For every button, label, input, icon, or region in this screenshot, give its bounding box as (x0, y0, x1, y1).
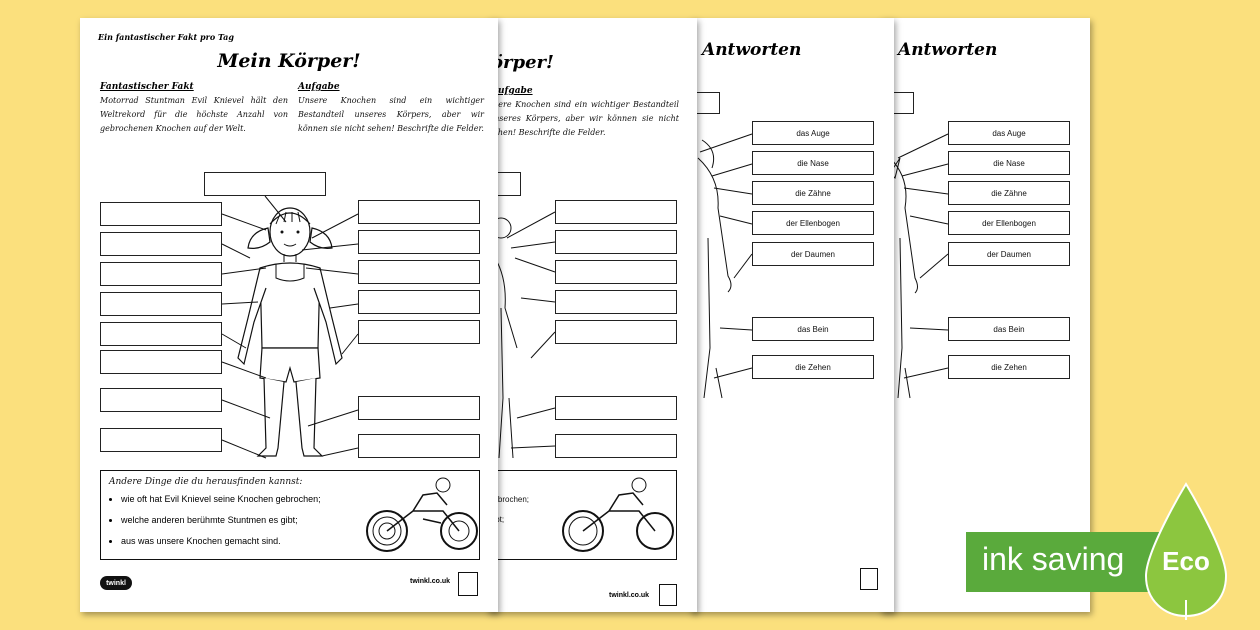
task-text: Unsere Knochen sind ein wichtiger Bestan… (298, 96, 484, 133)
label-box (555, 320, 677, 344)
motorcycle-illustration (366, 477, 478, 552)
label-box-right-4 (358, 290, 480, 314)
label-box-right-7 (358, 434, 480, 458)
extra-list: wie oft hat Evil Knievel seine Knochen g… (103, 489, 321, 552)
answer-box-4: der Ellenbogen (752, 211, 874, 235)
label-box-right-2 (358, 230, 480, 254)
certified-badge (860, 568, 878, 590)
motorcycle-illustration (562, 477, 674, 552)
label-box (555, 260, 677, 284)
footer-url: twinkl.co.uk (609, 592, 650, 599)
answer-box-4: der Ellenbogen (948, 211, 1070, 235)
label-box (555, 434, 677, 458)
certified-badge (458, 572, 478, 596)
label-box-top (204, 172, 326, 196)
answer-sheet-title: Antworten (702, 40, 802, 60)
leaf-drop-icon (1144, 482, 1228, 620)
answer-box-6: das Bein (752, 317, 874, 341)
label-lines (506, 211, 556, 449)
extra-heading: Andere Dinge die du herausfinden kannst: (109, 477, 303, 487)
body-illustration (237, 207, 343, 457)
fact-heading: Fantastischer Fakt (100, 82, 194, 92)
label-box (555, 396, 677, 420)
fact-text: Motorrad Stuntman Evil Knievel hält den … (100, 96, 288, 133)
answer-lines (897, 133, 949, 379)
page-title: Mein Körper! (217, 50, 361, 72)
task-heading: Aufgabe (298, 82, 340, 92)
answer-box-6: das Bein (948, 317, 1070, 341)
label-box (555, 290, 677, 314)
body-outline-partial (697, 139, 732, 399)
eco-banner-text: ink saving (982, 541, 1125, 577)
eco-badge-text: Eco (1162, 546, 1210, 576)
footer-url: twinkl.co.uk (410, 578, 451, 585)
answer-sheet-1: Antworten das Auge die Nase die Zähne de… (690, 18, 894, 612)
task-heading: Aufgabe (491, 86, 533, 96)
answer-lines (699, 133, 753, 379)
extra-item: gebrochen; (489, 495, 530, 504)
extra-item: wie oft hat Evil Knievel seine Knochen g… (121, 489, 321, 510)
answer-sheet-title: Antworten (898, 40, 998, 60)
second-sheet: örper! Aufgabe nsere Knochen sind ein wi… (487, 18, 697, 612)
label-box (690, 92, 720, 114)
answer-box-5: der Daumen (752, 242, 874, 266)
extra-box: Andere Dinge die du herausfinden kannst:… (100, 470, 480, 560)
twinkl-logo-text: twinkl (106, 579, 126, 587)
answer-box-7: die Zehen (948, 355, 1070, 379)
label-box-right-5 (358, 320, 480, 344)
twinkl-logo: twinkl (100, 576, 132, 590)
answer-box-3: die Zähne (752, 181, 874, 205)
answer-box-5: der Daumen (948, 242, 1070, 266)
label-box-left-2 (100, 232, 222, 256)
label-box-left-7 (100, 388, 222, 412)
label-box-right-3 (358, 260, 480, 284)
label-box-left-1 (100, 202, 222, 226)
main-worksheet: Ein fantastischer Fakt pro Tag Mein Körp… (80, 18, 498, 612)
extra-item: aus was unsere Knochen gemacht sind. (121, 531, 321, 552)
label-box-right-1 (358, 200, 480, 224)
answer-box-3: die Zähne (948, 181, 1070, 205)
answer-sheet-2: Antworten das Auge die Nase die Zähne de… (880, 18, 1090, 612)
sheet-title-partial: örper! (491, 52, 554, 73)
answer-box-7: die Zehen (752, 355, 874, 379)
label-box-left-3 (100, 262, 222, 286)
label-box-left-4 (100, 292, 222, 316)
label-box-left-8 (100, 428, 222, 452)
top-label: Ein fantastischer Fakt pro Tag (98, 32, 234, 42)
eco-banner (966, 532, 1162, 592)
task-text: nsere Knochen sind ein wichtiger Bestand… (489, 100, 679, 137)
extra-item: welche anderen berühmte Stuntmen es gibt… (121, 510, 321, 531)
answer-box-1: das Auge (948, 121, 1070, 145)
answer-box-2: die Nase (752, 151, 874, 175)
extra-box: gebrochen; gibt; d. (487, 470, 677, 560)
label-box-left-6 (100, 350, 222, 374)
label-box-right-6 (358, 396, 480, 420)
answer-box-1: das Auge (752, 121, 874, 145)
answer-box-2: die Nase (948, 151, 1070, 175)
certified-badge (659, 584, 677, 606)
label-box (555, 200, 677, 224)
label-box-left-5 (100, 322, 222, 346)
label-box (555, 230, 677, 254)
